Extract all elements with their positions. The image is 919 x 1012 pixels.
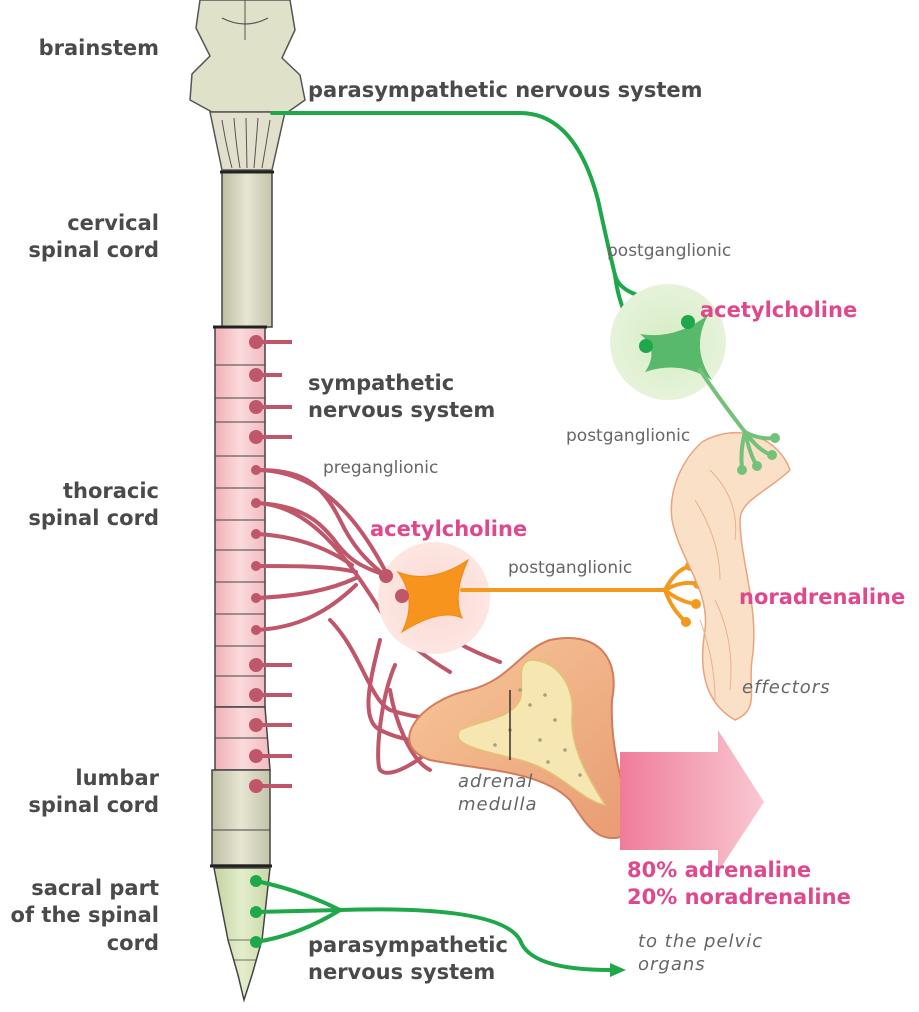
label-sympathetic-line2: nervous system bbox=[308, 397, 495, 424]
cervical-cord bbox=[222, 172, 272, 327]
label-sympathetic: sympathetic nervous system bbox=[308, 370, 495, 425]
label-acetylcholine-1: acetylcholine bbox=[700, 297, 857, 324]
label-postganglionic-3: postganglionic bbox=[508, 557, 632, 579]
label-noradrenaline: noradrenaline bbox=[739, 584, 905, 611]
label-cervical-line2: spinal cord bbox=[28, 237, 159, 264]
label-sacral-line3: cord bbox=[11, 930, 159, 957]
label-parasympathetic-bottom: parasympathetic nervous system bbox=[308, 932, 508, 987]
label-acetylcholine-2: acetylcholine bbox=[370, 516, 527, 543]
brainstem-shape bbox=[190, 0, 305, 170]
label-parasympathetic-bottom-line2: nervous system bbox=[308, 959, 508, 986]
label-parasympathetic-top: parasympathetic nervous system bbox=[308, 77, 703, 104]
sacral-cord bbox=[210, 866, 272, 1000]
label-sacral-line2: of the spinal bbox=[11, 902, 159, 929]
pelvic-arrow-head bbox=[610, 963, 626, 977]
label-pelvic-line2: organs bbox=[638, 953, 763, 976]
label-thoracic: thoracic spinal cord bbox=[28, 478, 159, 533]
label-adrenal-line1: adrenal bbox=[458, 770, 537, 793]
label-output-line2: 20% noradrenaline bbox=[627, 884, 851, 911]
label-lumbar: lumbar spinal cord bbox=[28, 765, 159, 820]
label-pelvic-line1: to the pelvic bbox=[638, 930, 763, 953]
label-hormone-output: 80% adrenaline 20% noradrenaline bbox=[627, 857, 851, 912]
label-sympathetic-line1: sympathetic bbox=[308, 370, 495, 397]
label-postganglionic-1: postganglionic bbox=[607, 240, 731, 262]
label-pelvic-organs: to the pelvic organs bbox=[638, 930, 763, 977]
label-postganglionic-2: postganglionic bbox=[566, 425, 690, 447]
label-sacral: sacral part of the spinal cord bbox=[11, 875, 159, 957]
label-output-line1: 80% adrenaline bbox=[627, 857, 851, 884]
label-cervical-line1: cervical bbox=[28, 210, 159, 237]
label-lumbar-line2: spinal cord bbox=[28, 792, 159, 819]
label-thoracic-line1: thoracic bbox=[28, 478, 159, 505]
thoracic-cord bbox=[213, 327, 267, 707]
label-thoracic-line2: spinal cord bbox=[28, 505, 159, 532]
label-preganglionic: preganglionic bbox=[323, 457, 438, 479]
label-adrenal-medulla: adrenal medulla bbox=[458, 770, 537, 817]
label-lumbar-line1: lumbar bbox=[28, 765, 159, 792]
label-sacral-line1: sacral part bbox=[11, 875, 159, 902]
label-effectors: effectors bbox=[742, 676, 831, 699]
label-parasympathetic-bottom-line1: parasympathetic bbox=[308, 932, 508, 959]
hormone-output-arrow bbox=[620, 730, 764, 872]
label-cervical: cervical spinal cord bbox=[28, 210, 159, 265]
label-adrenal-line2: medulla bbox=[458, 793, 537, 816]
label-brainstem: brainstem bbox=[39, 35, 159, 62]
